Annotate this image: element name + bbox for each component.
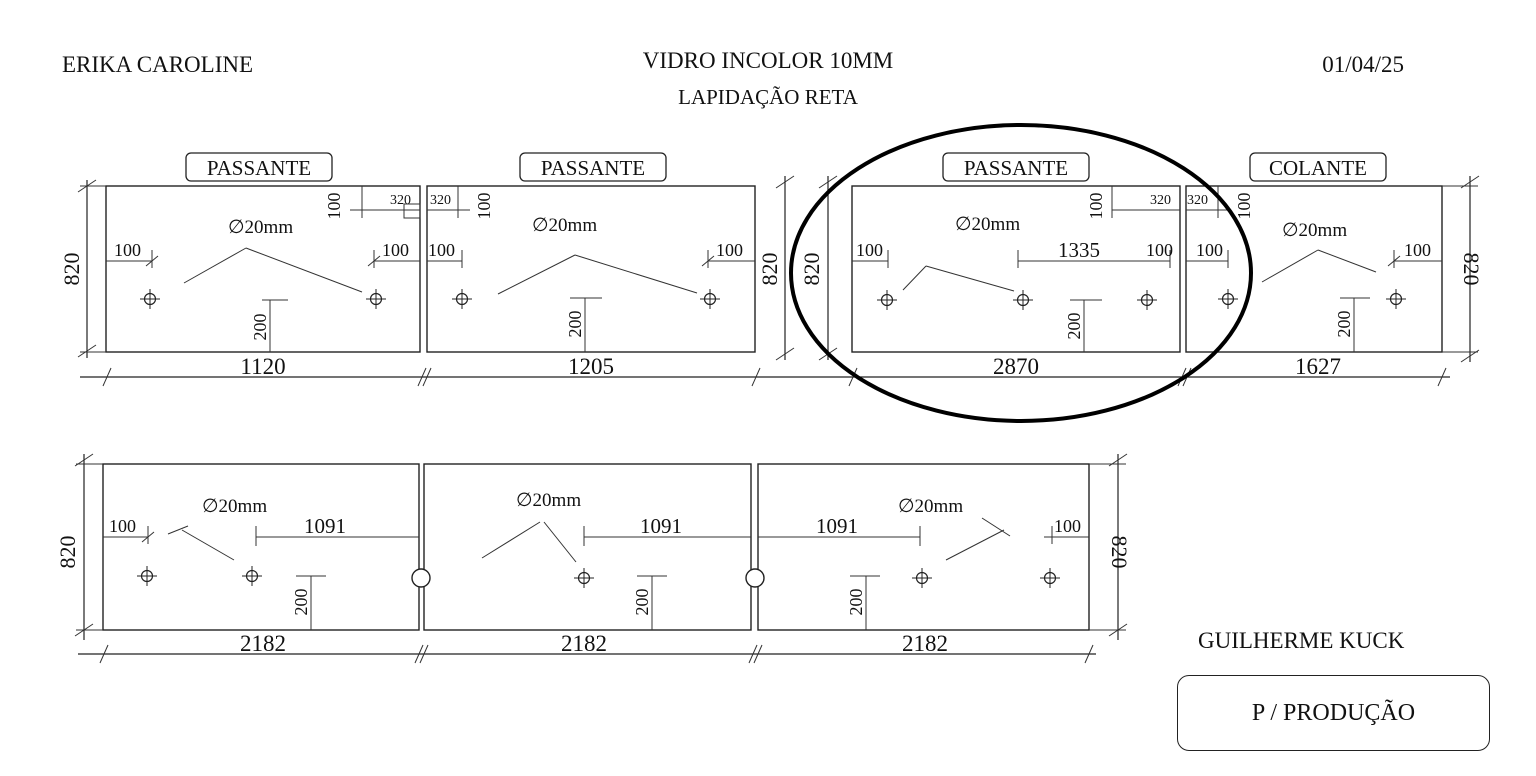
glass-panel — [757, 463, 1090, 631]
edge-offset-label: 100 — [114, 240, 141, 260]
finish-subtitle: LAPIDAÇÃO RETA — [678, 85, 858, 109]
edge-offset-label: 100 — [428, 240, 455, 260]
width-label: 1120 — [240, 354, 285, 379]
highlight-circle — [789, 123, 1253, 423]
tag-label: COLANTE — [1269, 156, 1367, 180]
edge-offset-label: 100 — [1146, 240, 1173, 260]
width-label: 1627 — [1295, 354, 1341, 379]
drill-hole-icon — [242, 566, 262, 586]
height-label: 820 — [55, 536, 80, 569]
drill-holes — [137, 289, 1406, 588]
top-vertical-label: 100 — [474, 193, 494, 220]
width-label: 2182 — [902, 631, 948, 656]
drill-hole-icon — [1040, 568, 1060, 588]
tag-box — [185, 152, 333, 182]
edge-offset-label: 100 — [1404, 240, 1431, 260]
top-offset-label: 320 — [390, 193, 411, 208]
drill-hole-icon — [1386, 289, 1406, 309]
production-stamp-label: P / PRODUÇÃO — [1251, 699, 1416, 726]
height-label: 820 — [757, 253, 782, 286]
edge-offset-label: 100 — [1196, 240, 1223, 260]
width-label: 2182 — [561, 631, 607, 656]
drill-hole-icon — [1218, 289, 1238, 309]
glass-panel — [851, 185, 1181, 353]
vertical-offset-label: 200 — [632, 589, 652, 616]
middle-offset-label: 1091 — [304, 514, 346, 538]
drill-hole-icon — [877, 290, 897, 310]
hole-diameter-label: ∅20mm — [955, 214, 1020, 235]
drill-hole-icon — [700, 289, 720, 309]
tag-box — [519, 152, 667, 182]
glass-panel — [1185, 185, 1443, 353]
production-stamp: P / PRODUÇÃO — [1177, 675, 1490, 751]
top-offset-label: 320 — [1150, 193, 1171, 208]
vertical-offset-label: 200 — [846, 589, 866, 616]
tag-label: PASSANTE — [964, 156, 1068, 180]
vertical-offset-label: 200 — [1334, 311, 1354, 338]
glass-panel — [102, 463, 420, 631]
glass-panel — [423, 463, 752, 631]
top-offset-label: 320 — [430, 193, 451, 208]
vertical-offset-label: 200 — [1064, 313, 1084, 340]
drill-hole-icon — [452, 289, 472, 309]
width-label: 2870 — [993, 354, 1039, 379]
row1: PASSANTE PASSANTE PASSANTE COLANTE 820 8… — [59, 152, 1484, 387]
middle-offset-label: 1335 — [1058, 238, 1100, 262]
material-title: VIDRO INCOLOR 10MM — [642, 48, 894, 73]
height-label: 820 — [1459, 253, 1484, 286]
drill-hole-icon — [574, 568, 594, 588]
top-vertical-label: 100 — [1234, 193, 1254, 220]
vertical-offset-label: 200 — [291, 589, 311, 616]
top-offset-label: 320 — [1187, 193, 1208, 208]
tag-box — [1249, 152, 1387, 182]
tag-box — [942, 152, 1090, 182]
height-label: 820 — [59, 253, 84, 286]
edge-offset-label: 100 — [856, 240, 883, 260]
top-vertical-label: 100 — [324, 193, 344, 220]
tag-label: PASSANTE — [541, 156, 645, 180]
hole-diameter-label: ∅20mm — [516, 490, 581, 511]
tag-label: PASSANTE — [207, 156, 311, 180]
drill-hole-icon — [140, 289, 160, 309]
drill-hole-icon — [1013, 290, 1033, 310]
hole-diameter-label: ∅20mm — [1282, 220, 1347, 241]
height-label: 820 — [799, 253, 824, 286]
row2: 820 820 2182 2182 2182 100 1091 ∅20mm 20… — [55, 453, 1132, 664]
date-label: 01/04/25 — [1322, 52, 1404, 77]
edge-offset-label: 100 — [109, 516, 136, 536]
width-label: 2182 — [240, 631, 286, 656]
middle-offset-label: 1091 — [640, 514, 682, 538]
top-vertical-label: 100 — [1086, 193, 1106, 220]
hole-diameter-label: ∅20mm — [898, 496, 963, 517]
middle-offset-label: 1091 — [816, 514, 858, 538]
height-label: 820 — [1107, 536, 1132, 569]
designer-name: GUILHERME KUCK — [1198, 628, 1405, 653]
vertical-offset-label: 200 — [250, 314, 270, 341]
drill-hole-icon — [1137, 290, 1157, 310]
drill-hole-icon — [912, 568, 932, 588]
vertical-offset-label: 200 — [565, 311, 585, 338]
drill-hole-icon — [137, 566, 157, 586]
edge-offset-label: 100 — [716, 240, 743, 260]
client-name: ERIKA CAROLINE — [62, 52, 254, 77]
width-label: 1205 — [568, 354, 614, 379]
hole-diameter-label: ∅20mm — [532, 215, 597, 236]
drill-hole-icon — [366, 289, 386, 309]
hole-diameter-label: ∅20mm — [228, 217, 293, 238]
edge-offset-label: 100 — [382, 240, 409, 260]
edge-offset-label: 100 — [1054, 516, 1081, 536]
glass-panel — [105, 185, 421, 353]
hole-diameter-label: ∅20mm — [202, 496, 267, 517]
glass-panel — [426, 185, 756, 353]
